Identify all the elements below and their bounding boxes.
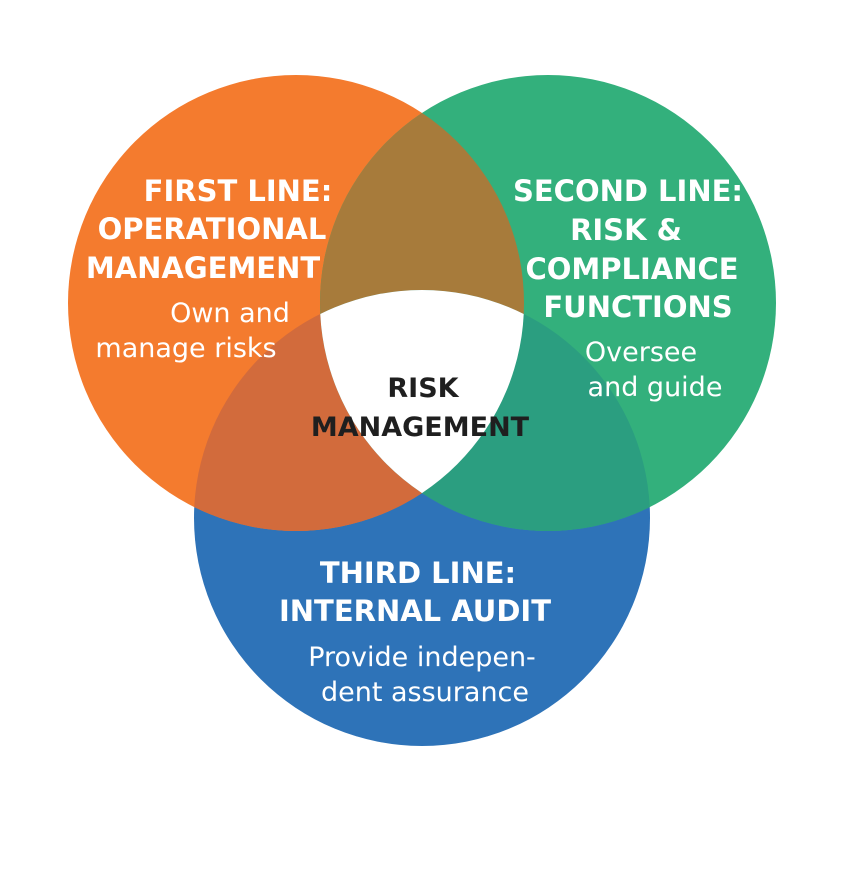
second-line-title-4: FUNCTIONS [543,290,732,324]
first-line-title-1: FIRST LINE: [144,174,333,208]
first-line-desc-1: Own and [170,298,290,329]
second-line-desc-2: and guide [588,372,723,403]
third-line-desc-1: Provide indepen- [308,642,536,673]
center-label-1: RISK [387,373,459,404]
first-line-title-3: MANAGEMENT [86,251,321,285]
first-line-title-2: OPERATIONAL [98,212,327,246]
second-line-desc-1: Oversee [585,337,697,368]
third-line-title-1: THIRD LINE: [320,556,516,590]
center-label-2: MANAGEMENT [311,412,530,443]
second-line-title-1: SECOND LINE: [513,174,743,208]
third-line-desc-2: dent assurance [321,677,529,708]
first-line-desc-2: manage risks [95,333,276,364]
third-line-title-2: INTERNAL AUDIT [279,594,551,628]
second-line-title-3: COMPLIANCE [525,252,738,286]
second-line-title-2: RISK & [570,213,682,247]
